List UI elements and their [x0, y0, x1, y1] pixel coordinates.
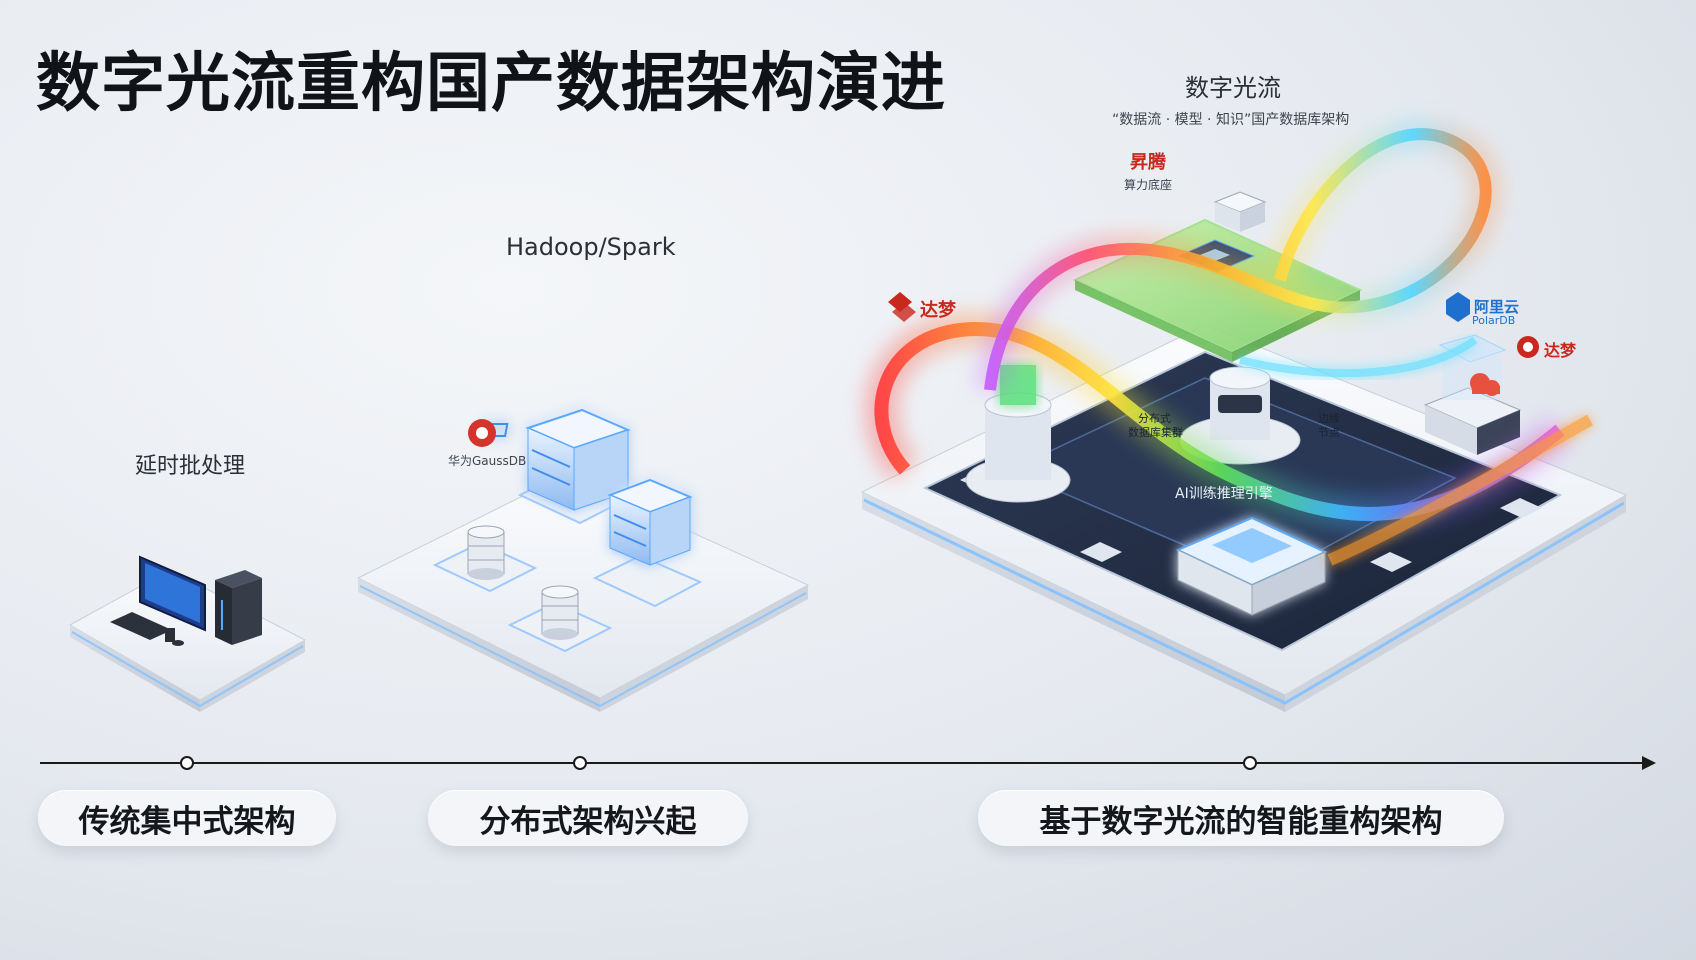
- ascend-brand-sub: 算力底座: [1124, 178, 1173, 192]
- server-rack-icon: [607, 478, 693, 566]
- stage1-caption: 延时批处理: [135, 454, 246, 479]
- light-flow-streams: [864, 119, 1593, 566]
- platform-right-label-1: 边缘: [1318, 412, 1340, 425]
- database-cylinder-icon: [467, 525, 505, 580]
- database-cylinder-icon: [541, 585, 579, 640]
- ai-engine-box: [1175, 516, 1328, 616]
- server-rack-icon: [1213, 191, 1267, 232]
- timeline-node-3: [1243, 756, 1257, 770]
- timeline-node-2: [573, 756, 587, 770]
- server-rack-icon: [481, 408, 631, 511]
- desktop-monitor-icon: [110, 555, 206, 646]
- stage3-pill: 基于数字光流的智能重构架构: [978, 790, 1504, 846]
- platform-right-label-2: 节点: [1318, 426, 1340, 439]
- timeline-arrow-icon: [1642, 756, 1656, 770]
- platform-left-label-2: 数据库集群: [1128, 426, 1183, 439]
- stage2-pill: 分布式架构兴起: [428, 790, 748, 846]
- stage1-platform: [68, 569, 307, 712]
- stage2-platform: [356, 471, 810, 712]
- dameng-logo-left: [888, 292, 916, 322]
- tower-server-icon: [215, 570, 262, 645]
- stage3-title: 数字光流: [1185, 74, 1281, 102]
- aliyun-brand-sub: PolarDB: [1472, 314, 1516, 327]
- stage3-subtitle: “数据流 · 模型 · 知识”国产数据库架构: [1112, 112, 1350, 128]
- pedestal-left: [965, 365, 1071, 503]
- timeline-axis: [40, 762, 1644, 764]
- cloud-icon: [1470, 373, 1500, 396]
- edge-node: [1423, 334, 1522, 455]
- page-title: 数字光流重构国产数据架构演进: [36, 47, 946, 121]
- dameng-brand-left: 达梦: [920, 300, 956, 321]
- stage1-pill: 传统集中式架构: [38, 790, 336, 846]
- ascend-brand: 昇腾: [1130, 152, 1166, 173]
- dameng-brand-right: 达梦: [1544, 341, 1577, 360]
- aliyun-logo: [1446, 292, 1470, 322]
- huawei-logo: [468, 419, 496, 447]
- stage2-caption: Hadoop/Spark: [506, 233, 676, 261]
- platform-center-label: AI训练推理引擎: [1175, 486, 1273, 502]
- timeline-node-1: [180, 756, 194, 770]
- aliyun-brand: 阿里云: [1474, 298, 1520, 316]
- huawei-brand: 华为GaussDB: [448, 454, 527, 468]
- dameng-logo-right: [1517, 336, 1539, 358]
- platform-left-label-1: 分布式: [1138, 412, 1171, 425]
